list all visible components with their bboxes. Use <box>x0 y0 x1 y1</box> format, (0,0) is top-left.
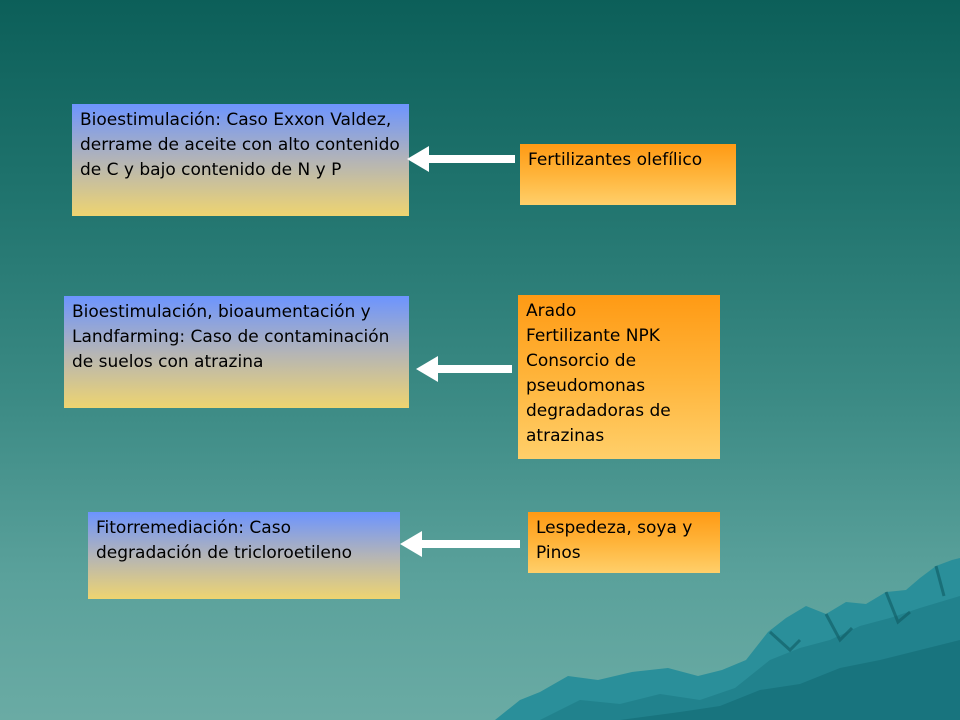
process-box-3: Fitorremediación: Caso degradación de tr… <box>88 512 400 599</box>
inputs-box-1: Fertilizantes olefílico <box>520 144 736 205</box>
process-box-1: Bioestimulación: Caso Exxon Valdez, derr… <box>72 104 409 216</box>
arrow-left-icon <box>407 146 515 172</box>
arrow-left-icon <box>400 531 520 557</box>
process-box-2: Bioestimulación, bioaumentación y Landfa… <box>64 296 409 408</box>
inputs-box-2: Arado Fertilizante NPK Consorcio de pseu… <box>518 295 720 459</box>
inputs-box-3: Lespedeza, soya y Pinos <box>528 512 720 573</box>
arrow-left-icon <box>416 356 512 382</box>
